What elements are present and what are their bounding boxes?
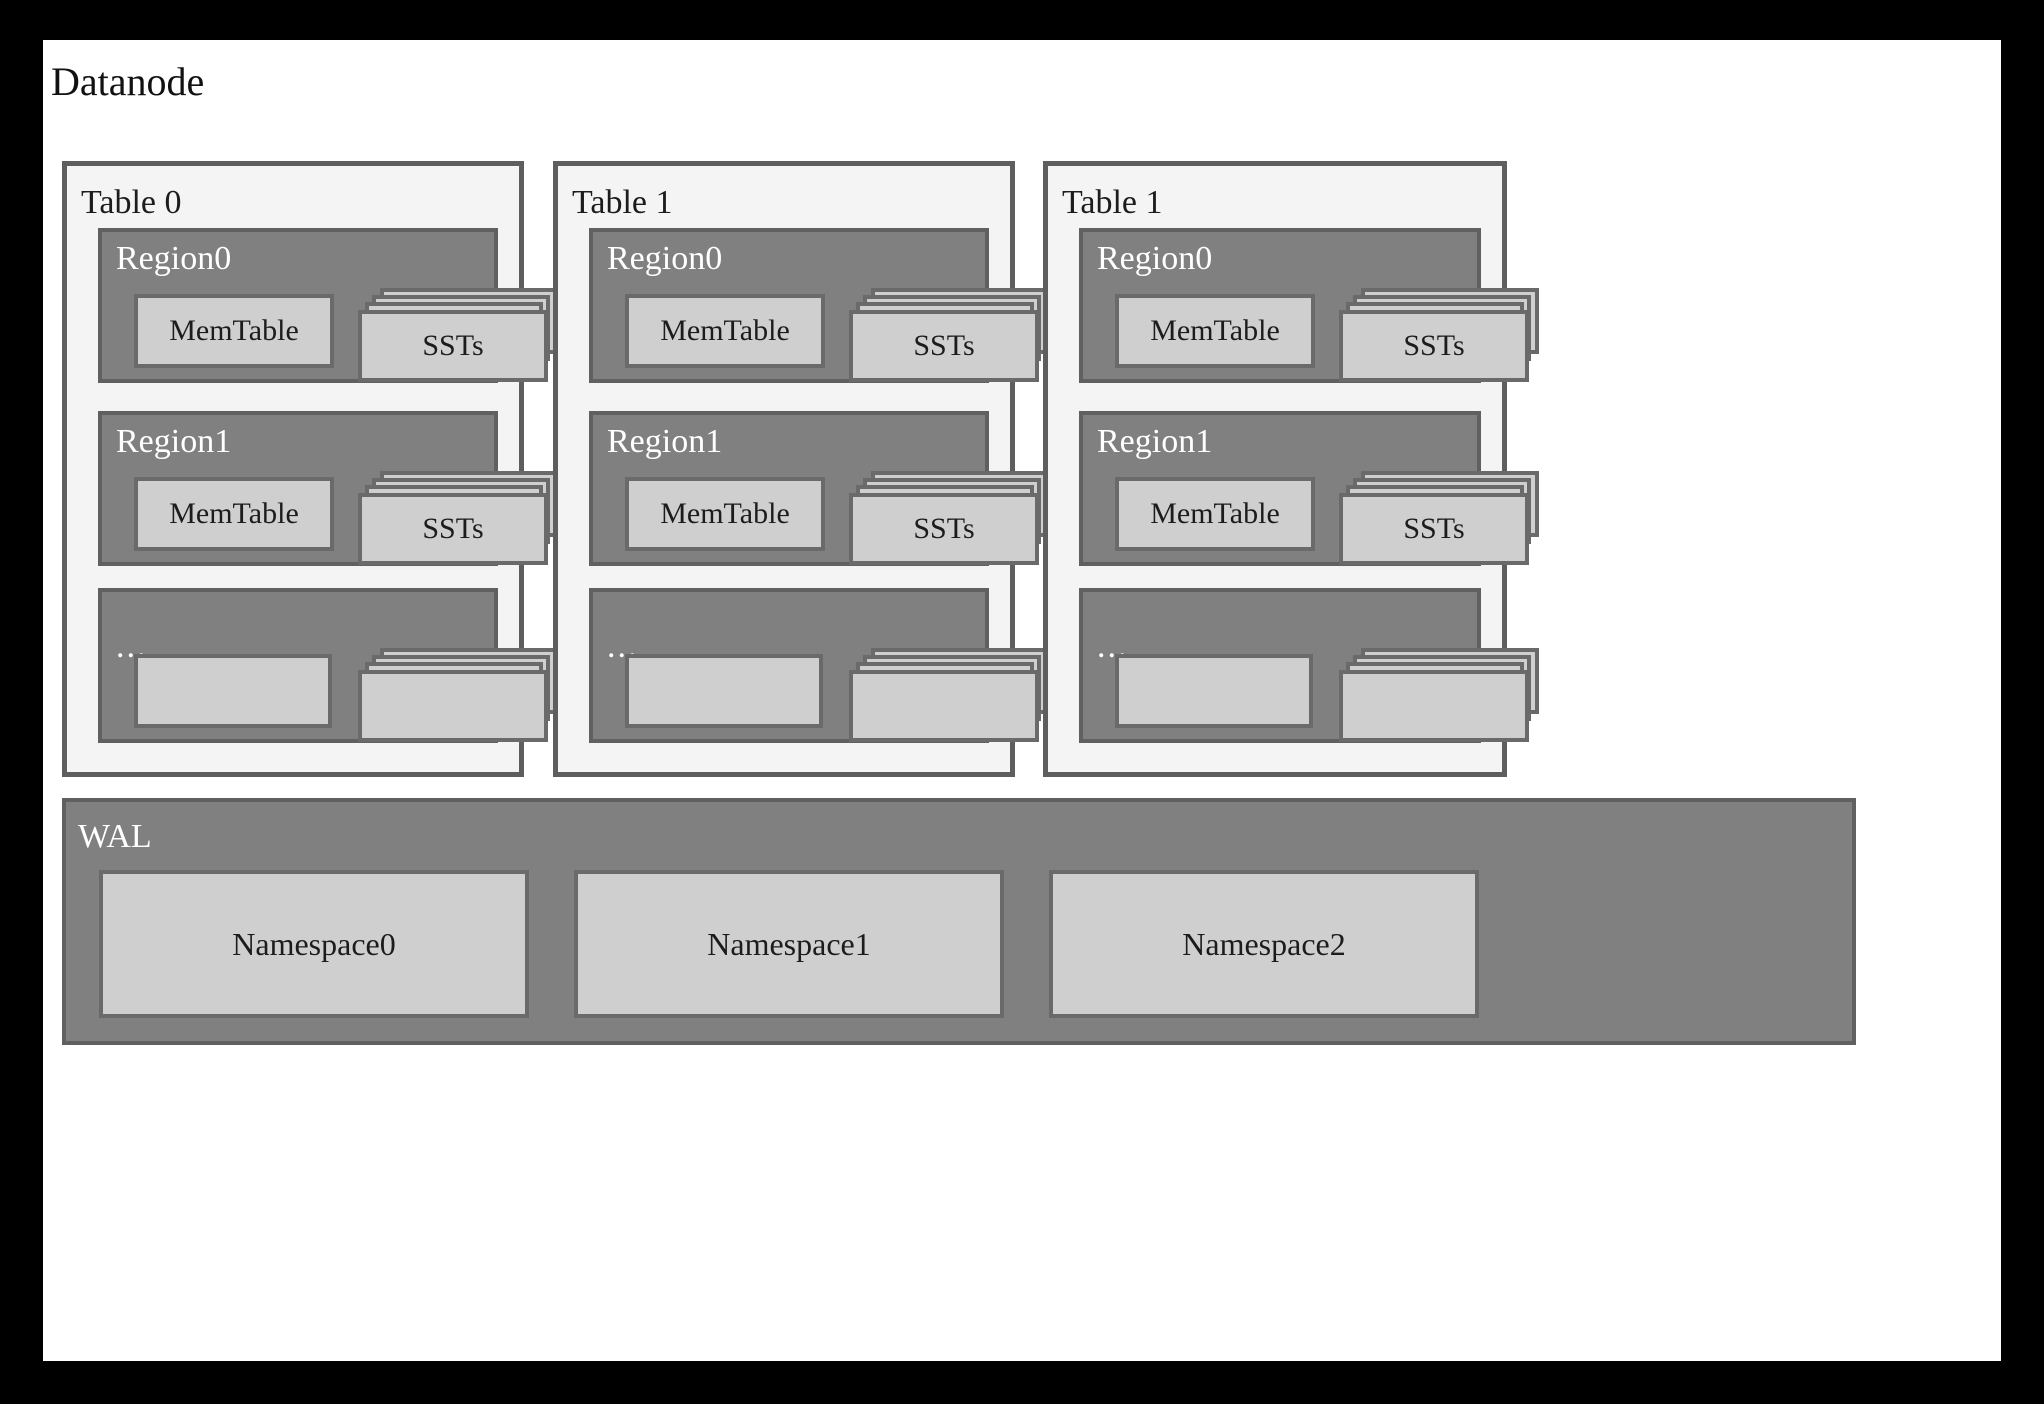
memtable-2-0[interactable]: MemTable <box>1115 294 1315 368</box>
sst-stack-2-2[interactable] <box>1339 648 1539 742</box>
datanode-container: Datanode Table 0 Region0 MemTable SSTs R… <box>43 40 2001 1361</box>
region-inner-0-2 <box>102 648 558 742</box>
region-inner-1-2 <box>593 648 1049 742</box>
memtable-1-2[interactable] <box>625 654 823 728</box>
sst-sheet-front[interactable]: SSTs <box>358 493 548 565</box>
region-title-1-1: Region1 <box>607 423 723 460</box>
region-box-1-1[interactable]: Region1 MemTable SSTs <box>589 411 1049 566</box>
sst-stack-0-2[interactable] <box>358 648 558 742</box>
region-box-1-0[interactable]: Region0 MemTable SSTs <box>589 228 1049 383</box>
region-inner-2-0: MemTable SSTs <box>1083 288 1539 382</box>
region-box-0-1[interactable]: Region1 MemTable SSTs <box>98 411 558 566</box>
table-title-2: Table 1 <box>1062 184 1163 221</box>
sst-sheet-front[interactable]: SSTs <box>358 310 548 382</box>
memtable-0-1[interactable]: MemTable <box>134 477 334 551</box>
table-container-0[interactable]: Table 0 Region0 MemTable SSTs Region1 Me… <box>62 161 558 777</box>
region-inner-2-2 <box>1083 648 1539 742</box>
namespace-box-0[interactable]: Namespace0 <box>99 870 529 1018</box>
region-inner-0-1: MemTable SSTs <box>102 471 558 565</box>
sst-stack-1-2[interactable] <box>849 648 1049 742</box>
region-box-0-0[interactable]: Region0 MemTable SSTs <box>98 228 558 383</box>
region-title-1-0: Region0 <box>607 240 723 277</box>
memtable-1-1[interactable]: MemTable <box>625 477 825 551</box>
region-box-2-0[interactable]: Region0 MemTable SSTs <box>1079 228 1539 383</box>
sst-stack-2-0[interactable]: SSTs <box>1339 288 1539 382</box>
memtable-2-2[interactable] <box>1115 654 1313 728</box>
region-title-0-0: Region0 <box>116 240 232 277</box>
sst-sheet-front[interactable]: SSTs <box>849 310 1039 382</box>
region-title-2-0: Region0 <box>1097 240 1213 277</box>
memtable-0-0[interactable]: MemTable <box>134 294 334 368</box>
sst-sheet-front[interactable]: SSTs <box>849 493 1039 565</box>
sst-stack-1-1[interactable]: SSTs <box>849 471 1049 565</box>
region-box-2-2[interactable]: ... <box>1079 588 1539 743</box>
datanode-title: Datanode <box>51 59 205 104</box>
region-box-2-1[interactable]: Region1 MemTable SSTs <box>1079 411 1539 566</box>
memtable-1-0[interactable]: MemTable <box>625 294 825 368</box>
sst-sheet-front[interactable] <box>1339 670 1529 742</box>
sst-stack-2-1[interactable]: SSTs <box>1339 471 1539 565</box>
region-box-0-2[interactable]: ... <box>98 588 558 743</box>
table-container-2[interactable]: Table 1 Region0 MemTable SSTs Region1 Me… <box>1043 161 1539 777</box>
region-title-2-1: Region1 <box>1097 423 1213 460</box>
wal-container[interactable]: WAL Namespace0 Namespace1 Namespace2 <box>62 798 1856 1045</box>
wal-title: WAL <box>78 818 152 855</box>
namespace-box-1[interactable]: Namespace1 <box>574 870 1004 1018</box>
namespace-box-2[interactable]: Namespace2 <box>1049 870 1479 1018</box>
region-box-1-2[interactable]: ... <box>589 588 1049 743</box>
sst-sheet-front[interactable] <box>849 670 1039 742</box>
sst-stack-0-0[interactable]: SSTs <box>358 288 558 382</box>
region-inner-1-1: MemTable SSTs <box>593 471 1049 565</box>
sst-sheet-front[interactable]: SSTs <box>1339 310 1529 382</box>
table-container-1[interactable]: Table 1 Region0 MemTable SSTs Region1 Me… <box>553 161 1049 777</box>
table-title-0: Table 0 <box>81 184 182 221</box>
region-inner-1-0: MemTable SSTs <box>593 288 1049 382</box>
sst-stack-1-0[interactable]: SSTs <box>849 288 1049 382</box>
region-inner-2-1: MemTable SSTs <box>1083 471 1539 565</box>
table-title-1: Table 1 <box>572 184 673 221</box>
sst-sheet-front[interactable] <box>358 670 548 742</box>
sst-sheet-front[interactable]: SSTs <box>1339 493 1529 565</box>
memtable-0-2[interactable] <box>134 654 332 728</box>
sst-stack-0-1[interactable]: SSTs <box>358 471 558 565</box>
memtable-2-1[interactable]: MemTable <box>1115 477 1315 551</box>
region-title-0-1: Region1 <box>116 423 232 460</box>
region-inner-0-0: MemTable SSTs <box>102 288 558 382</box>
